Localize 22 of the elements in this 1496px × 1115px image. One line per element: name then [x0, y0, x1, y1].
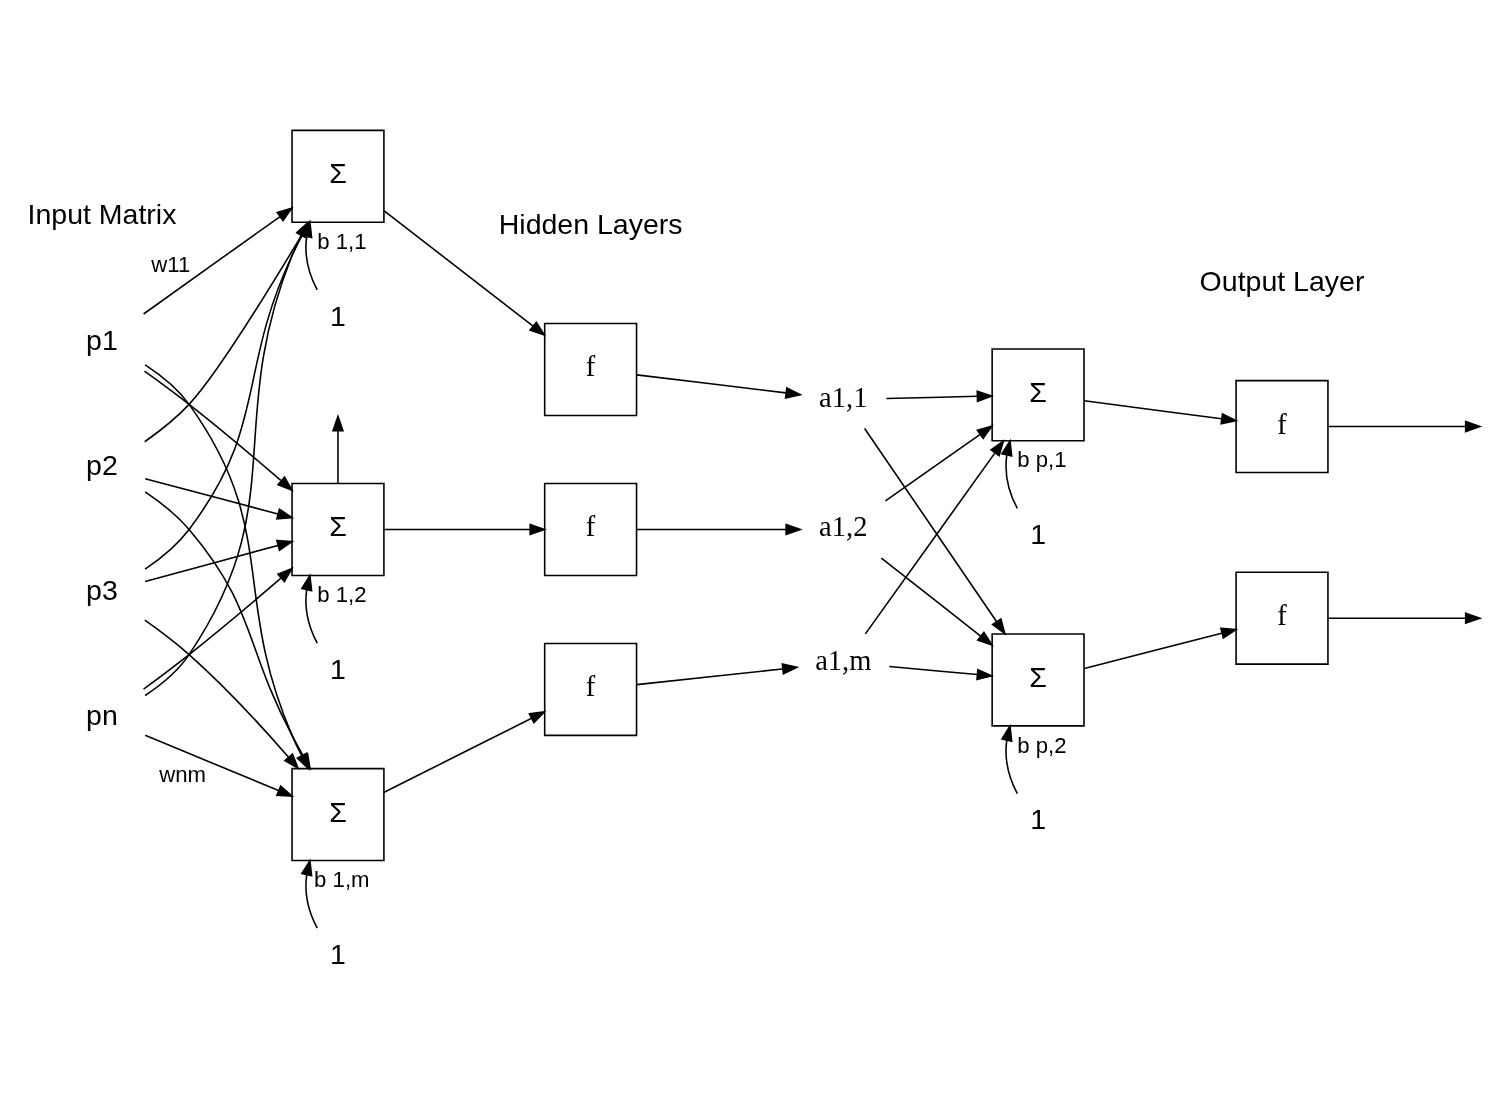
- edge-label: b p,1: [1017, 446, 1067, 472]
- node-text: 1: [1030, 802, 1047, 835]
- node-text: a1,2: [819, 510, 868, 542]
- label: Output Layer: [1199, 264, 1365, 297]
- edge-label: b 1,2: [317, 581, 367, 607]
- node-text: 1: [330, 937, 346, 970]
- edge-label: b 1,1: [317, 228, 367, 254]
- node-text: 1: [330, 299, 346, 332]
- label: Input Matrix: [27, 197, 177, 230]
- node-text: 1: [1030, 517, 1047, 550]
- node-text: 1: [330, 652, 346, 685]
- node-text: a1,m: [815, 644, 872, 676]
- node-text: pn: [86, 698, 118, 731]
- node-text: p3: [86, 573, 118, 606]
- edge-label: b 1,m: [314, 866, 370, 892]
- edge-label: b p,2: [1017, 732, 1067, 758]
- edge-label: w11: [151, 251, 191, 277]
- node-text: p1: [86, 323, 118, 356]
- edge-label: wnm: [159, 761, 206, 787]
- node-text: a1,1: [819, 381, 868, 413]
- node-text: p2: [86, 448, 118, 481]
- label: Hidden Layers: [498, 207, 683, 240]
